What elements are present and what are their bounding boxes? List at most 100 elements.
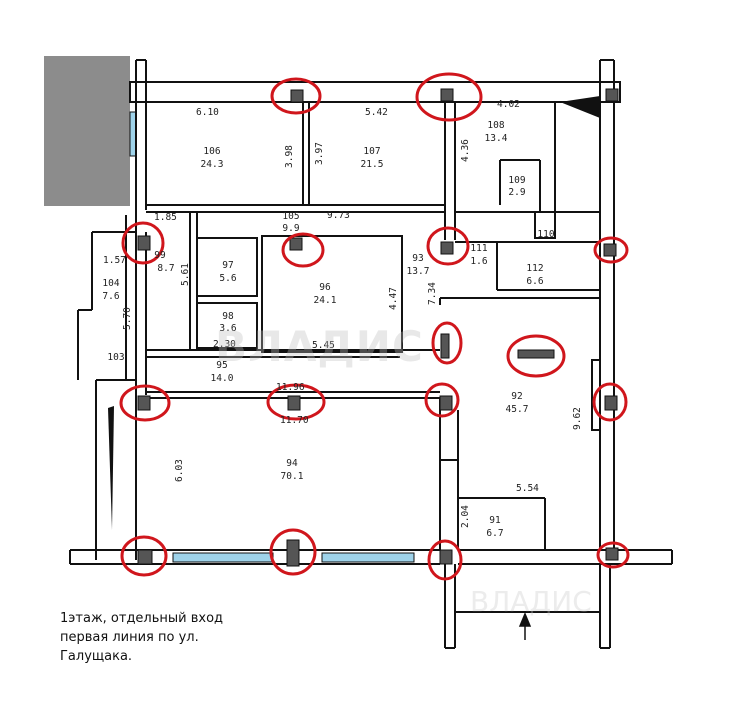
column: [289, 237, 303, 251]
dim-5-70: 5.70: [122, 307, 133, 330]
dim-5-45: 5.45: [312, 340, 335, 351]
room-92-number: 92: [511, 391, 522, 402]
room-106-area: 24.3: [201, 159, 224, 170]
column: [137, 235, 151, 251]
dim-11-70: 11.70: [280, 415, 309, 426]
room-105-number: 105: [282, 211, 299, 222]
room-labels: 106 24.3 107 21.5 108 13.4 109 2.9 105 9…: [102, 120, 554, 539]
dim-5-42: 5.42: [365, 107, 388, 118]
watermark: ВЛАДИС: [215, 322, 424, 371]
room-109-area: 2.9: [508, 187, 525, 198]
caption-line-1: 1этаж, отдельный вход: [60, 611, 224, 626]
highlight-circle: [121, 221, 165, 265]
column: [605, 88, 619, 102]
room-95-number: 95: [216, 360, 227, 371]
highlight-circle: [281, 232, 325, 268]
highlight-circle: [119, 384, 171, 422]
dim-4-36: 4.36: [460, 139, 471, 162]
column: [604, 395, 618, 411]
room-99-area: 8.7: [157, 263, 174, 274]
room-91-area: 6.7: [486, 528, 503, 539]
room-93-number: 93: [412, 253, 423, 264]
room-109-number: 109: [508, 175, 525, 186]
highlight-circle: [506, 334, 566, 378]
dim-5-54: 5.54: [516, 483, 539, 494]
room-93-area: 13.7: [407, 266, 430, 277]
column: [290, 89, 304, 103]
plan-caption: 1этаж, отдельный вход первая линия по ул…: [60, 609, 223, 666]
dim-2-04: 2.04: [460, 505, 471, 528]
dim-2-30: 2.30: [213, 339, 236, 350]
highlight-circle: [427, 539, 463, 581]
column: [286, 539, 300, 567]
dim-7-34: 7.34: [427, 282, 438, 305]
column-highlights: [119, 72, 630, 581]
room-94-number: 94: [286, 458, 298, 469]
corner-wedge: [560, 96, 600, 118]
room-112-area: 6.6: [526, 276, 543, 287]
room-107-number: 107: [363, 146, 380, 157]
corner-wedge-left: [108, 406, 114, 530]
caption-line-2: первая линия по ул.: [60, 630, 199, 645]
highlight-circle: [593, 236, 629, 264]
room-92-area: 45.7: [506, 404, 529, 415]
room-96-area: 24.1: [314, 295, 337, 306]
room-105-area: 9.9: [282, 223, 299, 234]
highlight-circle: [120, 535, 168, 577]
highlight-circle: [592, 382, 628, 422]
watermark-bottom: ВЛАДИС: [470, 585, 592, 618]
dim-9-62: 9.62: [572, 407, 583, 430]
dim-4-47: 4.47: [388, 287, 399, 310]
caption-line-3: Галущака.: [60, 649, 133, 664]
dim-1-85: 1.85: [154, 212, 177, 223]
column: [440, 88, 454, 102]
room-97-area: 5.6: [219, 273, 236, 284]
room-111-area: 1.6: [470, 256, 487, 267]
dim-1-57: 1.57: [103, 255, 126, 266]
dim-9-73: 9.73: [327, 210, 350, 221]
entry-arrow-icon: [518, 612, 532, 640]
room-108-area: 13.4: [485, 133, 508, 144]
column: [517, 349, 555, 359]
window-bottom-right: [321, 552, 415, 563]
walls: [69, 59, 673, 649]
highlight-circle: [270, 77, 322, 115]
room-111-number: 111: [470, 243, 487, 254]
highlight-circle: [269, 528, 317, 576]
column: [287, 395, 301, 411]
dim-3-97: 3.97: [314, 142, 325, 165]
room-110-number: 110: [537, 229, 554, 240]
columns: [137, 88, 619, 567]
column: [603, 243, 617, 257]
room-96-number: 96: [319, 282, 331, 293]
room-107-area: 21.5: [361, 159, 384, 170]
room-99-number: 99: [154, 250, 166, 261]
room-104-number: 104: [102, 278, 119, 289]
dim-3-98: 3.98: [284, 145, 295, 168]
highlight-circle: [266, 383, 326, 421]
column: [440, 241, 454, 255]
dim-5-61: 5.61: [180, 263, 191, 286]
room-106-number: 106: [203, 146, 220, 157]
column: [439, 549, 453, 565]
column: [440, 333, 450, 359]
highlight-circle: [415, 72, 483, 122]
dim-11-96: 11.96: [276, 382, 305, 393]
highlight-circle: [426, 226, 470, 266]
highlight-circle: [431, 321, 463, 365]
room-98-number: 98: [222, 311, 234, 322]
dim-6-03: 6.03: [174, 459, 185, 482]
room-91-number: 91: [489, 515, 501, 526]
column: [137, 395, 151, 411]
highlight-circle: [596, 541, 630, 569]
column: [137, 549, 153, 565]
dimension-labels: 6.10 5.42 4.02 3.98 3.97 4.36 1.85 9.73 …: [103, 99, 583, 528]
window-bottom-left: [172, 552, 274, 563]
room-103-number: 103: [107, 352, 124, 363]
highlight-circle: [424, 382, 460, 418]
room-98-area: 3.6: [219, 323, 236, 334]
room-104-area: 7.6: [102, 291, 119, 302]
room-97-number: 97: [222, 260, 233, 271]
room-95-area: 14.0: [211, 373, 234, 384]
